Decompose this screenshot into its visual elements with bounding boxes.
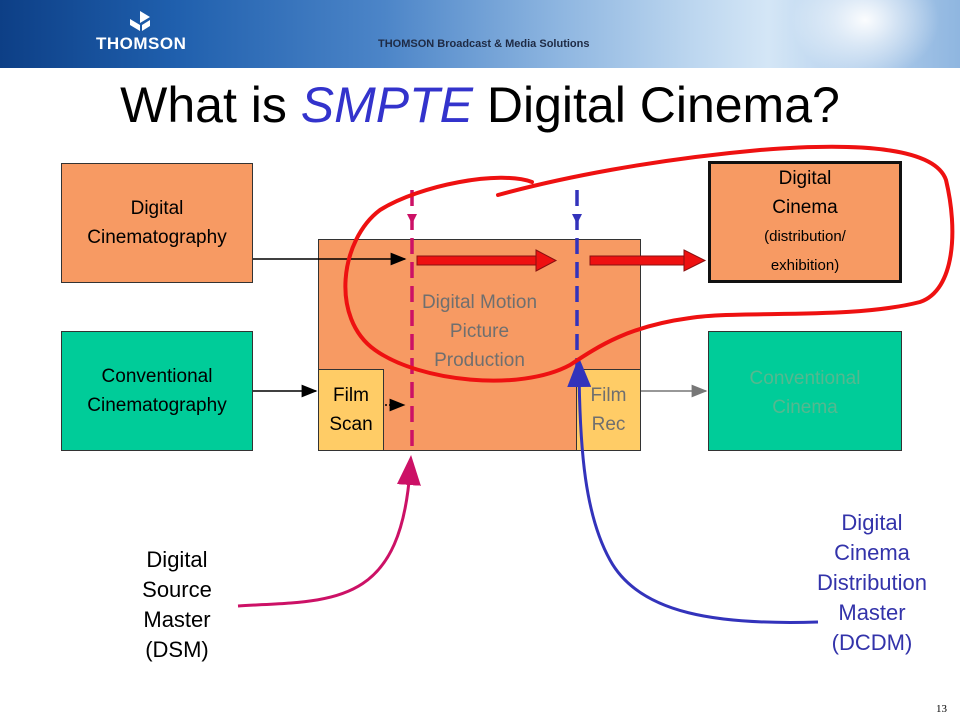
- brand-name: THOMSON: [96, 34, 187, 53]
- box-text: Digital Motion: [421, 292, 538, 313]
- box-text: Cinema: [772, 197, 838, 218]
- title-prefix: What is: [120, 77, 301, 133]
- conventional-cinematography-box: Conventional Cinematography: [61, 331, 253, 451]
- label-text: Source: [142, 577, 212, 602]
- red-arrow-dsm-to-dcdm: [416, 249, 558, 272]
- box-text: Picture: [449, 321, 510, 342]
- box-text: Digital: [778, 168, 832, 189]
- box-text: Conventional: [101, 366, 213, 387]
- title-suffix: Digital Cinema?: [473, 77, 840, 133]
- freehand-annotation-loop: [343, 144, 955, 383]
- label-text: Cinema: [834, 540, 910, 565]
- box-text: Production: [434, 350, 525, 371]
- label-text: (DSM): [145, 637, 209, 662]
- banner-subtitle: THOMSON Broadcast & Media Solutions: [378, 38, 590, 50]
- dsm-label: Digital Source Master (DSM): [112, 545, 242, 665]
- lens-flare: [790, 0, 940, 68]
- box-text: Conventional: [749, 368, 861, 389]
- title-highlight: SMPTE: [300, 77, 473, 133]
- box-text: Scan: [329, 414, 373, 435]
- box-text: Digital: [130, 198, 184, 219]
- red-arrow-dcdm-to-digital-cinema: [589, 249, 707, 272]
- dcdm-pointer-line: [567, 357, 819, 624]
- page-number: 13: [936, 703, 947, 715]
- label-text: Master: [838, 600, 906, 625]
- digital-cinematography-box: Digital Cinematography: [61, 163, 253, 283]
- thomson-logo-icon: [130, 11, 150, 31]
- label-text: (DCDM): [831, 630, 913, 655]
- label-text: Digital: [146, 547, 208, 572]
- dsm-line-arrowhead: [407, 214, 417, 224]
- dsm-pointer-line: [237, 455, 421, 608]
- dcdm-line-arrowhead: [572, 214, 582, 224]
- box-text: Film: [333, 385, 369, 406]
- box-text: Cinema: [772, 397, 838, 418]
- label-text: Distribution: [816, 570, 928, 595]
- box-text: exhibition): [770, 257, 840, 274]
- conventional-cinema-box: Conventional Cinema: [708, 331, 902, 451]
- dcdm-label: Digital Cinema Distribution Master (DCDM…: [792, 508, 952, 658]
- box-text: Cinematography: [87, 395, 227, 416]
- label-text: Master: [143, 607, 211, 632]
- box-text: Rec: [591, 414, 626, 435]
- page-title: What is SMPTE Digital Cinema?: [0, 76, 960, 134]
- film-scan-box: Film Scan: [318, 369, 384, 451]
- box-text: Cinematography: [87, 227, 227, 248]
- header-banner: THOMSON THOMSON Broadcast & Media Soluti…: [0, 0, 960, 68]
- box-text: Film: [590, 385, 627, 406]
- digital-cinema-box: Digital Cinema (distribution/ exhibition…: [708, 161, 902, 283]
- label-text: Digital: [841, 510, 903, 535]
- box-text: (distribution/: [764, 228, 846, 245]
